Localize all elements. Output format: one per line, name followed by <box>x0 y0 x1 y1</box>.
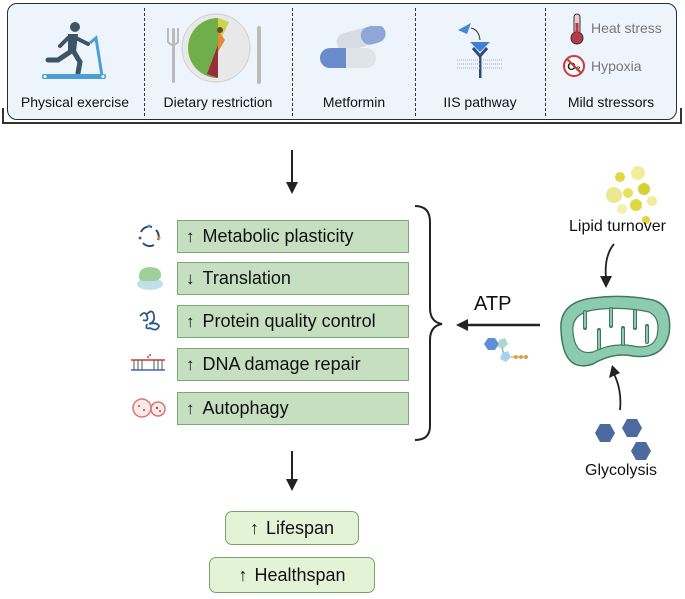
mitochondrion-icon <box>560 295 671 367</box>
intervention-label: IIS pathway <box>443 94 517 110</box>
ribosome-icon <box>137 267 163 290</box>
lipid-label: Lipid turnover <box>569 218 666 235</box>
left-arrow-icon <box>456 319 540 331</box>
up-arrow-icon: ↑ <box>238 564 248 585</box>
effect-box: ↑ Metabolic plasticity <box>177 220 409 253</box>
divider <box>144 8 145 116</box>
glycolysis-label: Glycolysis <box>585 462 658 479</box>
treadmill-runner-icon <box>42 22 106 79</box>
effect-box: ↑ Protein quality control <box>177 305 409 338</box>
lipid-droplets-icon <box>606 166 657 224</box>
interventions-bracket <box>2 108 682 124</box>
metabolic-cycle-icon <box>138 224 161 248</box>
outcome-label: Healthspan <box>254 564 346 585</box>
no-oxygen-icon: O₂ <box>563 55 585 77</box>
down-arrow-icon <box>286 150 298 194</box>
divider <box>292 8 293 116</box>
divider <box>415 8 416 116</box>
effect-label: Autophagy <box>202 398 289 418</box>
atp-molecule-icon <box>484 338 528 362</box>
dna-icon <box>131 354 165 371</box>
effect-label: Metabolic plasticity <box>202 226 354 246</box>
effect-box: ↑ Autophagy <box>177 392 409 425</box>
stressor-label: Hypoxia <box>591 58 642 74</box>
receptor-icon <box>457 23 503 78</box>
up-arrow-icon: ↑ <box>186 354 195 374</box>
intervention-label: Mild stressors <box>567 94 655 110</box>
outcome-label: Lifespan <box>265 517 335 538</box>
autophagy-icon <box>132 398 166 418</box>
stressor-label: Heat stress <box>591 20 662 36</box>
glucose-hexagons-icon <box>595 419 651 460</box>
curved-arrow-icon <box>600 243 615 288</box>
plate-icon <box>167 13 261 84</box>
intervention-label: Dietary restriction <box>163 94 273 110</box>
protein-icon <box>139 310 160 331</box>
up-arrow-icon: ↑ <box>186 311 195 331</box>
up-arrow-icon: ↑ <box>186 398 195 418</box>
divider <box>545 8 546 116</box>
up-arrow-icon: ↑ <box>249 517 259 538</box>
effect-box: ↓ Translation <box>177 262 409 295</box>
curly-brace <box>414 205 443 441</box>
effect-label: Protein quality control <box>202 311 376 331</box>
effect-label: Translation <box>202 268 291 288</box>
atp-label: ATP <box>474 293 512 315</box>
outcome-box: ↑ Lifespan <box>225 511 359 545</box>
pill-capsule-icon <box>320 26 386 68</box>
intervention-label: Physical exercise <box>20 94 130 110</box>
up-arrow-icon: ↑ <box>186 226 195 246</box>
effect-box: ↑ DNA damage repair <box>177 348 409 381</box>
down-arrow-icon: ↓ <box>186 268 195 288</box>
curved-arrow-icon <box>609 365 622 411</box>
down-arrow-icon <box>286 451 298 491</box>
outcome-box: ↑ Healthspan <box>209 557 375 593</box>
effect-label: DNA damage repair <box>202 354 361 374</box>
thermometer-icon <box>570 13 584 45</box>
intervention-label: Metformin <box>322 94 386 110</box>
